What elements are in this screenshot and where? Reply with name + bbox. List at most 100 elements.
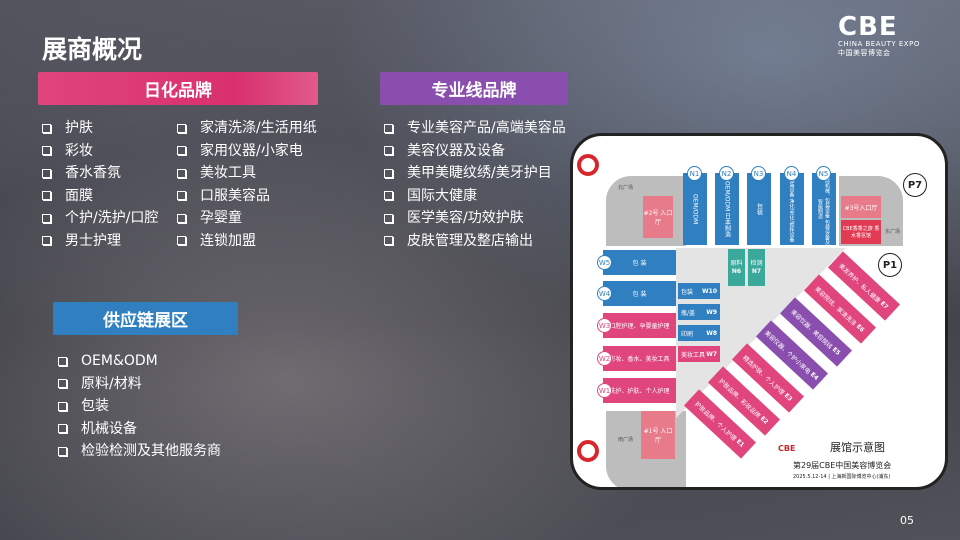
north-plaza-label: 北广场 — [618, 185, 634, 191]
hall-W1: 洗护、护肤、个人护理 — [603, 378, 676, 403]
daily-brands-list-1: 护肤 彩妆 香水香氛 面膜 个护/洗护/口腔 男士护理 — [42, 117, 158, 252]
checkbox-icon — [177, 123, 186, 133]
checkbox-icon — [384, 213, 393, 223]
list-item: 皮肤管理及整店输出 — [384, 230, 566, 253]
list-item: 家用仪器/小家电 — [177, 140, 317, 163]
list-item: 专业美容产品/高端美容品 — [384, 117, 566, 140]
checkbox-icon — [42, 213, 51, 223]
logo-sub-en: CHINA BEAUTY EXPO — [838, 40, 920, 48]
checkbox-icon — [42, 191, 51, 201]
event-name: 第29届CBE中国美容博览会 — [793, 461, 892, 470]
supply-chain-list: OEM&ODM 原料/材料 包装 机械设备 检验检测及其他服务商 — [58, 350, 221, 463]
metro-icon — [577, 154, 599, 176]
pro-brands-list: 专业美容产品/高端美容品 美容仪器及设备 美甲美睫纹绣/美牙护目 国际大健康 医… — [384, 117, 566, 252]
cbe-map-logo: CBE — [778, 444, 796, 453]
hall-N3-badge: N3 — [751, 166, 766, 181]
hall-W5-badge: W5 — [597, 255, 612, 270]
page-number: 05 — [900, 514, 914, 527]
checkbox-icon — [384, 191, 393, 201]
map-title: 展馆示意图 — [830, 441, 885, 454]
hall-N1-badge: N1 — [687, 166, 702, 181]
hall-N5-badge: N5 — [816, 166, 831, 181]
checkbox-icon — [177, 168, 186, 178]
hall-N1: OEM/ODM — [683, 173, 707, 245]
entrance-1: #1号 入口厅 — [641, 411, 675, 459]
checkbox-icon — [384, 236, 393, 246]
checkbox-icon — [177, 191, 186, 201]
hall-W4: 包 装 — [603, 281, 676, 306]
checkbox-icon — [177, 236, 186, 246]
daily-brands-header: 日化品牌 — [38, 72, 318, 105]
metro-icon — [577, 440, 599, 462]
list-item: 面膜 — [42, 185, 158, 208]
checkbox-icon — [42, 236, 51, 246]
parking-P1: P1 — [878, 253, 902, 277]
supply-chain-header: 供应链展区 — [53, 302, 238, 335]
list-item: 检验检测及其他服务商 — [58, 440, 221, 463]
list-item: 男士护理 — [42, 230, 158, 253]
hall-W2: 彩妆、香水、美妆工具 — [603, 346, 676, 371]
parking-P7: P7 — [903, 173, 927, 197]
list-item: OEM&ODM — [58, 350, 221, 373]
pro-brands-header: 专业线品牌 — [380, 72, 568, 105]
hall-W2-badge: W2 — [597, 351, 612, 366]
list-item: 家清洗涤/生活用纸 — [177, 117, 317, 140]
hall-W5: 包 装 — [603, 250, 676, 275]
checkbox-icon — [42, 168, 51, 178]
hall-W4-badge: W4 — [597, 286, 612, 301]
list-item: 美妆工具 — [177, 162, 317, 185]
hall-W3-badge: W3 — [597, 318, 612, 333]
checkbox-icon — [177, 213, 186, 223]
list-item: 彩妆 — [42, 140, 158, 163]
checkbox-icon — [58, 379, 67, 389]
list-item: 机械设备 — [58, 418, 221, 441]
logo-sub-cn: 中国美容博览会 — [838, 49, 891, 57]
logo-brand: CBE — [838, 12, 898, 42]
hall-W1-badge: W1 — [597, 383, 612, 398]
checkbox-icon — [384, 146, 393, 156]
daily-brands-list-2: 家清洗涤/生活用纸 家用仪器/小家电 美妆工具 口服美容品 孕婴童 连锁加盟 — [177, 117, 317, 252]
list-item: 包装 — [58, 395, 221, 418]
entrance-3: #3号入口厅 — [841, 196, 881, 218]
hall-N5: 国际机械、包装设备 包装设备及智能制造 — [812, 173, 836, 245]
list-item: 国际大健康 — [384, 185, 566, 208]
checkbox-icon — [384, 168, 393, 178]
checkbox-icon — [58, 356, 67, 366]
east-plaza-label: 东广场 — [885, 229, 901, 235]
event-date-venue: 2025.5.12-14 | 上海新国际博览中心(浦东) — [793, 474, 891, 480]
list-item: 个护/洗护/口腔 — [42, 207, 158, 230]
hall-N4: 包装设备 净化/充化/搅拌设备 — [780, 173, 804, 245]
hall-N2-badge: N2 — [719, 166, 734, 181]
cbe-logo: CBE CHINA BEAUTY EXPO 中国美容博览会 — [838, 14, 938, 58]
checkbox-icon — [177, 146, 186, 156]
hall-N3: 包装 — [747, 173, 771, 245]
checkbox-icon — [58, 446, 67, 456]
venue-map: 北广场 南广场 东广场 #2号 入口厅 #1号 入口厅 #3号入口厅 CBE香香… — [570, 133, 948, 490]
checkbox-icon — [42, 123, 51, 133]
entrance-2: #2号 入口厅 — [643, 196, 673, 238]
list-item: 原料/材料 — [58, 373, 221, 396]
checkbox-icon — [58, 424, 67, 434]
south-plaza-label: 南广场 — [618, 437, 634, 443]
list-item: 口服美容品 — [177, 185, 317, 208]
list-item: 美甲美睫纹绣/美牙护目 — [384, 162, 566, 185]
hall-N2: OEM/ODM 日本制造 — [715, 173, 739, 245]
list-item: 孕婴童 — [177, 207, 317, 230]
checkbox-icon — [58, 401, 67, 411]
list-item: 护肤 — [42, 117, 158, 140]
checkbox-icon — [384, 123, 393, 133]
list-item: 香水香氛 — [42, 162, 158, 185]
fragrance-hall: CBE香香之旅 香水香氛馆 — [841, 220, 881, 244]
checkbox-icon — [42, 146, 51, 156]
list-item: 连锁加盟 — [177, 230, 317, 253]
list-item: 医学美容/功效护肤 — [384, 207, 566, 230]
list-item: 美容仪器及设备 — [384, 140, 566, 163]
page-title: 展商概况 — [42, 35, 143, 64]
hall-W3: 口腔护理、孕婴童护理 — [603, 313, 676, 338]
hall-N4-badge: N4 — [784, 166, 799, 181]
